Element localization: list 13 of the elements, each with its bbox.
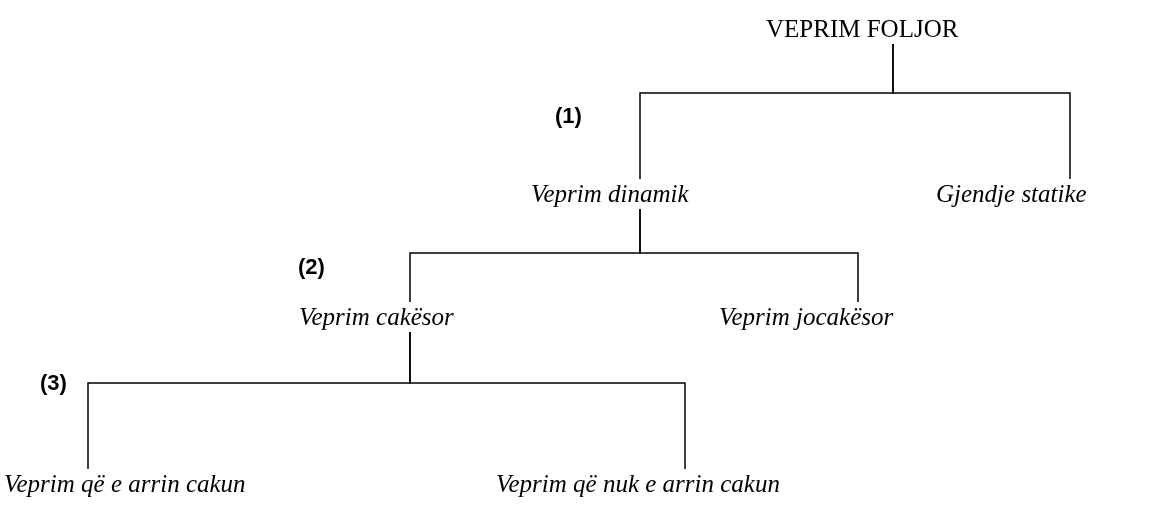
level-number: (2) bbox=[298, 253, 325, 281]
tree-node-label: Veprim jocakësor bbox=[715, 302, 898, 332]
tree-node-label: Veprim dinamik bbox=[527, 179, 693, 209]
tree-node-label: Veprim që e arrin cakun bbox=[0, 469, 250, 499]
level-number: (1) bbox=[555, 102, 582, 130]
tree-connector bbox=[892, 43, 1071, 180]
tree-node-label: Gjendje statike bbox=[932, 179, 1091, 209]
tree-connector bbox=[639, 208, 859, 303]
tree-node-label: Veprim cakësor bbox=[295, 302, 458, 332]
tree-connector bbox=[409, 331, 686, 470]
tree-node-label: VEPRIM FOLJOR bbox=[762, 14, 963, 44]
tree-node-label: Veprim që nuk e arrin cakun bbox=[492, 469, 784, 499]
level-number: (3) bbox=[40, 369, 67, 397]
